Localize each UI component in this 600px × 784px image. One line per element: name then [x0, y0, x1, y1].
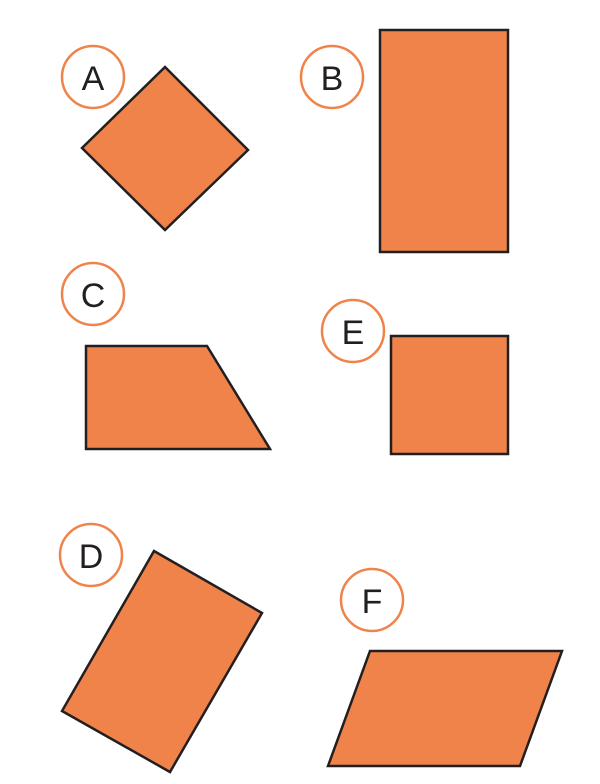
badge-b-letter: B [321, 60, 344, 98]
shape-f-group: F [326, 567, 564, 768]
shape-a-square [80, 65, 250, 232]
badge-f-circle [339, 567, 405, 633]
badge-b-circle [299, 44, 365, 110]
badge-f-letter: F [362, 583, 383, 621]
badge-a-circle [60, 44, 126, 110]
shape-d-rectangle [60, 549, 264, 774]
shape-f-parallelogram [326, 649, 564, 768]
shape-b-group: B [299, 28, 510, 254]
badge-c-letter: C [81, 277, 106, 315]
shape-e-group: E [320, 298, 510, 456]
badge-e-circle [320, 298, 386, 364]
badge-d-circle [58, 522, 124, 588]
shape-b-rectangle [378, 28, 510, 254]
badge-c-circle [60, 261, 126, 327]
shape-c-group: C [60, 261, 273, 451]
shape-e-square [389, 334, 510, 456]
shape-a-group: A [60, 44, 250, 232]
badge-a-letter: A [82, 60, 105, 98]
shape-c-trapezoid [84, 344, 273, 451]
shape-d-group: D [58, 522, 264, 774]
badge-d-letter: D [79, 538, 104, 576]
badge-e-letter: E [342, 314, 365, 352]
